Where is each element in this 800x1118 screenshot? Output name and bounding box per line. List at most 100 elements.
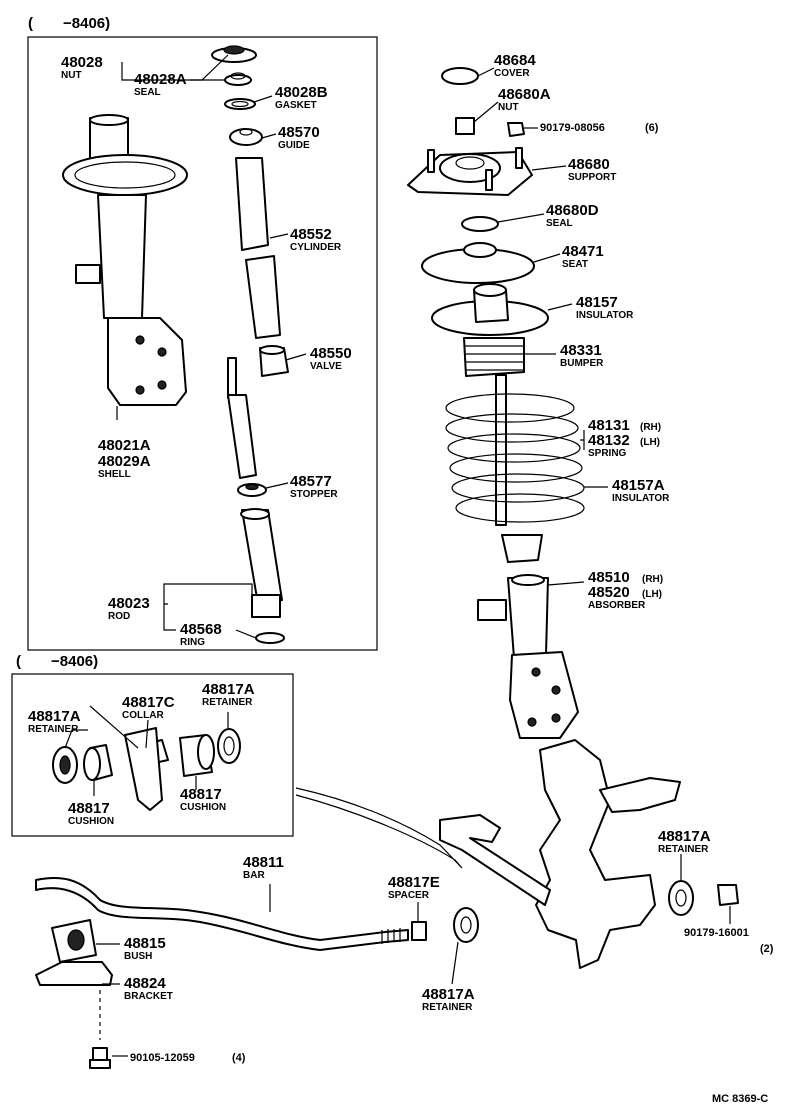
- label-48029a-number: 48029A: [98, 453, 151, 470]
- label-absorber-name: ABSORBER: [588, 600, 646, 611]
- label-48552-number: 48552: [290, 226, 332, 243]
- label-48510-side: (RH): [642, 574, 663, 585]
- cover-part-48684: [441, 67, 479, 85]
- label-48568-number: 48568: [180, 621, 222, 638]
- label-48680d-name: SEAL: [546, 218, 573, 229]
- label-48577-name: STOPPER: [290, 489, 338, 500]
- label-48570-number: 48570: [278, 124, 320, 141]
- label-spring-name: SPRING: [588, 448, 627, 459]
- label-90179-08056-number: 90179-08056: [540, 122, 605, 134]
- support-part-48680: [407, 147, 533, 196]
- inset-header-bottom: ( −8406): [16, 653, 98, 670]
- label-48157a-name: INSULATOR: [612, 493, 670, 504]
- label-48577-number: 48577: [290, 473, 332, 490]
- guide-part-48570: [229, 128, 263, 146]
- insulator-part-48157: [431, 283, 549, 336]
- label-48817a-left-name: RETAINER: [28, 724, 79, 735]
- label-48331-name: BUMPER: [560, 358, 604, 369]
- label-48471-name: SEAT: [562, 259, 588, 270]
- label-48131-number: 48131: [588, 417, 630, 434]
- retainer-part-bottom: [453, 907, 479, 943]
- label-48021a-number: 48021A: [98, 437, 151, 454]
- label-48028a-name: SEAL: [134, 87, 161, 98]
- label-48817a-right-name: RETAINER: [202, 697, 253, 708]
- label-48680-name: SUPPORT: [568, 172, 616, 183]
- label-48817a-bottom-number: 48817A: [422, 986, 475, 1003]
- inset-frame-strut-internals: [27, 36, 378, 651]
- valve-part-48550: [259, 345, 289, 377]
- collar-part: [124, 727, 169, 811]
- label-48817-left-number: 48817: [68, 800, 110, 817]
- label-90179-16001-number: 90179-16001: [684, 927, 749, 939]
- label-48157a-number: 48157A: [612, 477, 665, 494]
- label-48520-side: (LH): [642, 589, 662, 600]
- seal-part-48680d: [461, 216, 499, 232]
- bumper-part-48331: [463, 337, 525, 377]
- label-48510-number: 48510: [588, 569, 630, 586]
- nut-part-90179-16001: [717, 884, 739, 906]
- steering-knuckle-part: [295, 739, 681, 969]
- label-48680a-name: NUT: [498, 102, 519, 113]
- label-48815-name: BUSH: [124, 951, 152, 962]
- label-48520-number: 48520: [588, 584, 630, 601]
- label-48684-number: 48684: [494, 52, 536, 69]
- label-48817e-number: 48817E: [388, 874, 440, 891]
- label-48550-name: VALVE: [310, 361, 342, 372]
- rod-part-48023: [227, 357, 283, 618]
- label-shell-name: SHELL: [98, 469, 131, 480]
- nut-part-48680a: [455, 117, 475, 135]
- stopper-part-48577: [237, 483, 267, 497]
- label-48815-number: 48815: [124, 935, 166, 952]
- stabilizer-bar-part: [35, 876, 409, 951]
- retainer-part-left: [52, 746, 78, 784]
- figure-code: MC 8369-C: [712, 1093, 768, 1105]
- insulator-part-48157a: [501, 534, 543, 563]
- cylinder-part-48552: [235, 157, 281, 339]
- label-48028b-name: GASKET: [275, 100, 317, 111]
- label-48817-right-name: CUSHION: [180, 802, 226, 813]
- label-48680-number: 48680: [568, 156, 610, 173]
- label-48028a-number: 48028A: [134, 71, 187, 88]
- absorber-part-48510: [477, 574, 579, 739]
- label-48817a-right-number: 48817A: [202, 681, 255, 698]
- label-48824-number: 48824: [124, 975, 166, 992]
- spring-part-48131: [445, 374, 585, 526]
- bolt-part-90105: [89, 990, 111, 1069]
- inset-header-top: ( −8406): [28, 15, 110, 32]
- label-48817-left-name: CUSHION: [68, 816, 114, 827]
- label-48552-name: CYLINDER: [290, 242, 342, 253]
- seal-part-48028a: [224, 72, 252, 86]
- cushion-part-left: [83, 744, 113, 781]
- label-48028b-number: 48028B: [275, 84, 328, 101]
- label-48570-name: GUIDE: [278, 140, 310, 151]
- label-48817a-bottom-name: RETAINER: [422, 1002, 473, 1013]
- label-48811-number: 48811: [243, 854, 284, 871]
- cushion-part-right: [179, 734, 215, 777]
- spacer-part-48817e: [411, 921, 427, 941]
- label-48132-number: 48132: [588, 432, 630, 449]
- retainer-part-knuckle: [668, 880, 694, 916]
- label-48817c-number: 48817C: [122, 694, 175, 711]
- inset-frame-cushion: [11, 673, 294, 837]
- label-48811-name: BAR: [243, 870, 265, 881]
- nut-part-90179-08056: [507, 122, 525, 137]
- label-48023-number: 48023: [108, 595, 150, 612]
- nut-part-48028: [211, 45, 257, 63]
- label-48817c-name: COLLAR: [122, 710, 164, 721]
- label-48131-side: (RH): [640, 422, 661, 433]
- label-90105-qty: (4): [232, 1052, 246, 1064]
- leader-lines: [64, 54, 731, 1057]
- shell-part: [62, 114, 188, 406]
- ring-part-48568: [255, 632, 285, 644]
- label-48680a-number: 48680A: [498, 86, 551, 103]
- bracket-part-48824: [35, 961, 113, 986]
- label-48023-name: ROD: [108, 611, 130, 622]
- label-90179-16001-qty: (2): [760, 943, 774, 955]
- seat-part-48471: [421, 242, 535, 284]
- label-48331-number: 48331: [560, 342, 602, 359]
- label-48817-right-number: 48817: [180, 786, 222, 803]
- label-90179-08056-qty: (6): [645, 122, 659, 134]
- label-48680d-number: 48680D: [546, 202, 599, 219]
